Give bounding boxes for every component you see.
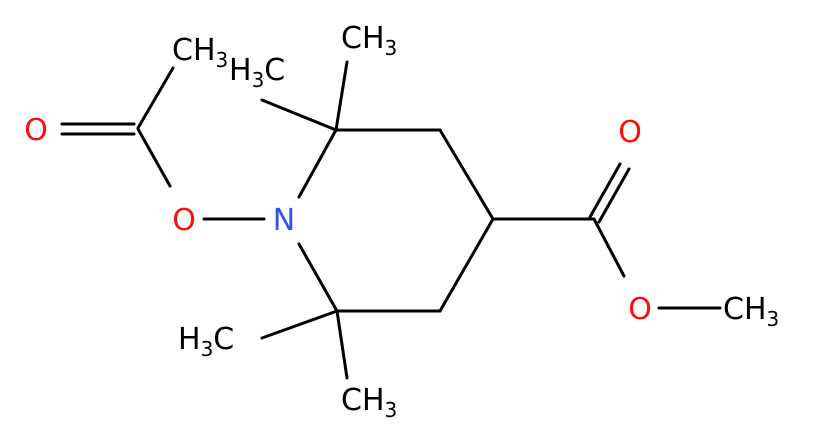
atom-label-part: 3 (252, 68, 265, 92)
bond-ester-double-a (588, 162, 622, 219)
atom-oxygen-ester-left: O (172, 203, 196, 238)
bond-carbonyl-oxygen (136, 127, 172, 188)
atom-label-part: 3 (216, 48, 229, 72)
atom-label-part: O (628, 292, 652, 327)
atom-label-part: CH (723, 292, 767, 327)
atom-label-part: 3 (767, 307, 780, 331)
bond-c3-c4 (438, 128, 495, 221)
atom-label-part: C (264, 53, 285, 88)
bond-n-c2 (297, 128, 338, 199)
atom-label-part: 3 (385, 36, 398, 60)
bond-c6-methyl-left (260, 309, 339, 340)
atom-label-part: CH (341, 21, 385, 56)
bond-c6-n (297, 242, 339, 313)
atom-label-part: 3 (201, 337, 214, 361)
atom-oxygen-ester-right: O (628, 292, 652, 327)
atom-nitrogen-ring: N (273, 203, 295, 238)
bond-ester-double-b (597, 167, 631, 224)
atom-label-part: O (172, 203, 196, 238)
bonds (60, 60, 722, 380)
atom-oxygen-carbonyl-left: O (24, 113, 48, 148)
atom-methyl-c2-upper-left: H3C (229, 53, 285, 92)
atom-label-part: CH (172, 33, 216, 68)
bond-c2-methyl-top (334, 60, 349, 132)
atom-labels: CH3 O O N H3C CH3 H3C CH3 O O CH3 (24, 21, 779, 422)
atom-label-part: H (229, 53, 252, 88)
atom-label-part: H (178, 322, 201, 357)
atom-label-part: 3 (385, 398, 398, 422)
atom-methyl-c2-top: CH3 (341, 21, 397, 60)
bond-ester-single-oxygen (592, 217, 626, 278)
bond-c2-methyl-left (260, 98, 338, 132)
bond-c6-methyl-bottom (335, 309, 349, 380)
atom-methyl-c6-left: H3C (178, 322, 234, 361)
atom-methyl-c6-bottom: CH3 (341, 383, 397, 422)
atom-oxygen-carbonyl-right: O (618, 115, 642, 150)
atom-methyl-ester: CH3 (723, 292, 779, 331)
atom-methyl-acetyl: CH3 (172, 33, 228, 72)
atom-label-part: N (273, 203, 295, 238)
bond-c4-c5 (438, 217, 495, 313)
atom-label-part: CH (341, 383, 385, 418)
atom-label-part: O (24, 113, 48, 148)
bond-methyl-carbonyl (136, 66, 175, 130)
atom-label-part: C (213, 322, 234, 357)
atom-label-part: O (618, 115, 642, 150)
